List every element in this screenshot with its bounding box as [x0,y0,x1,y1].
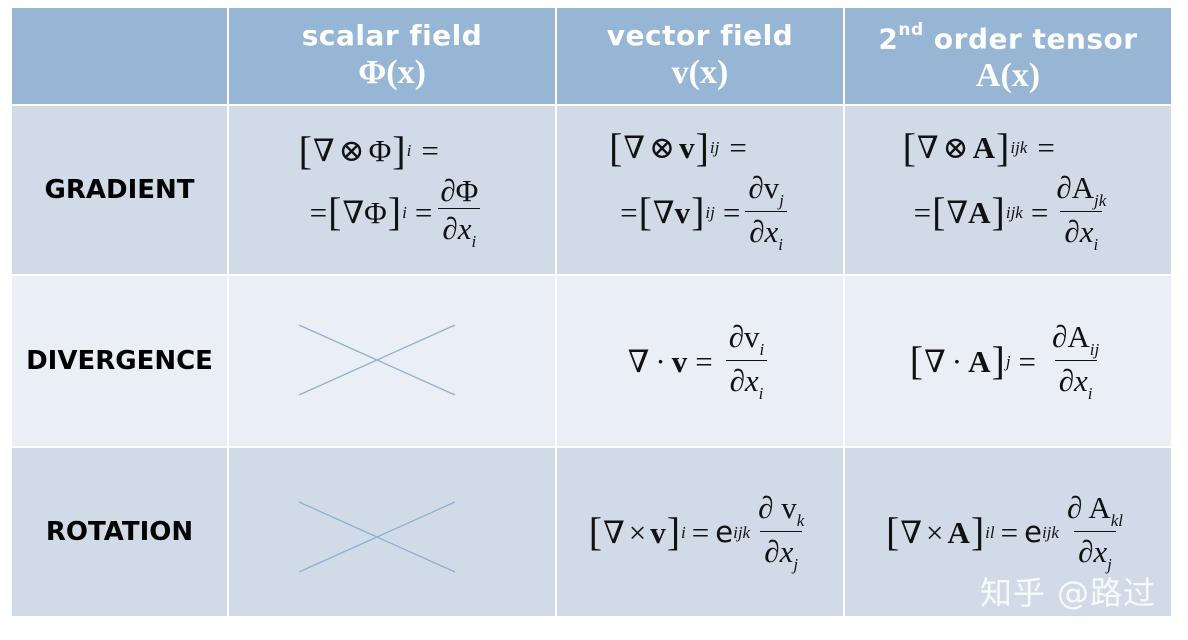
gradient-vector-formula: [∇⊗v]ij= =[∇v]ij= ∂vj∂xi [557,106,843,274]
header-vector-field: vector field v(x) [557,8,843,104]
gradient-label: GRADIENT [44,175,195,205]
header-scalar-symbol: Φ(x) [358,54,426,91]
header-tensor-symbol: A(x) [975,57,1041,95]
not-applicable-cross-icon [298,324,456,396]
row-label-gradient: GRADIENT [12,106,227,274]
gradient-scalar-formula: [∇⊗Φ]i= =[∇Φ]i= ∂Φ∂xi [229,106,555,274]
divergence-label: DIVERGENCE [26,346,213,376]
divergence-tensor-formula: [∇·A]j= ∂Aij∂xi [845,276,1171,446]
header-tensor-title: 2nd order tensor [878,19,1138,56]
tensor-operations-table: scalar field Φ(x) vector field v(x) 2nd … [12,8,1171,622]
row-label-rotation: ROTATION [12,448,227,616]
gradient-tensor-formula: [∇⊗A]ijk= =[∇A]ijk= ∂Ajk∂xi [845,106,1171,274]
row-label-divergence: DIVERGENCE [12,276,227,446]
watermark: 知乎 @路过 [979,574,1156,612]
divergence-vector-formula: ∇·v= ∂vi∂xi [557,276,843,446]
not-applicable-cross-icon [298,501,456,573]
header-empty-cell [12,8,227,104]
divergence-scalar-na-cell [229,276,555,446]
header-tensor-field: 2nd order tensor A(x) [845,8,1171,104]
header-scalar-title: scalar field [301,19,483,52]
header-vector-symbol: v(x) [671,54,729,91]
header-scalar-field: scalar field Φ(x) [229,8,555,104]
rotation-scalar-na-cell [229,448,555,616]
header-vector-title: vector field [606,19,794,52]
rotation-label: ROTATION [45,517,194,547]
